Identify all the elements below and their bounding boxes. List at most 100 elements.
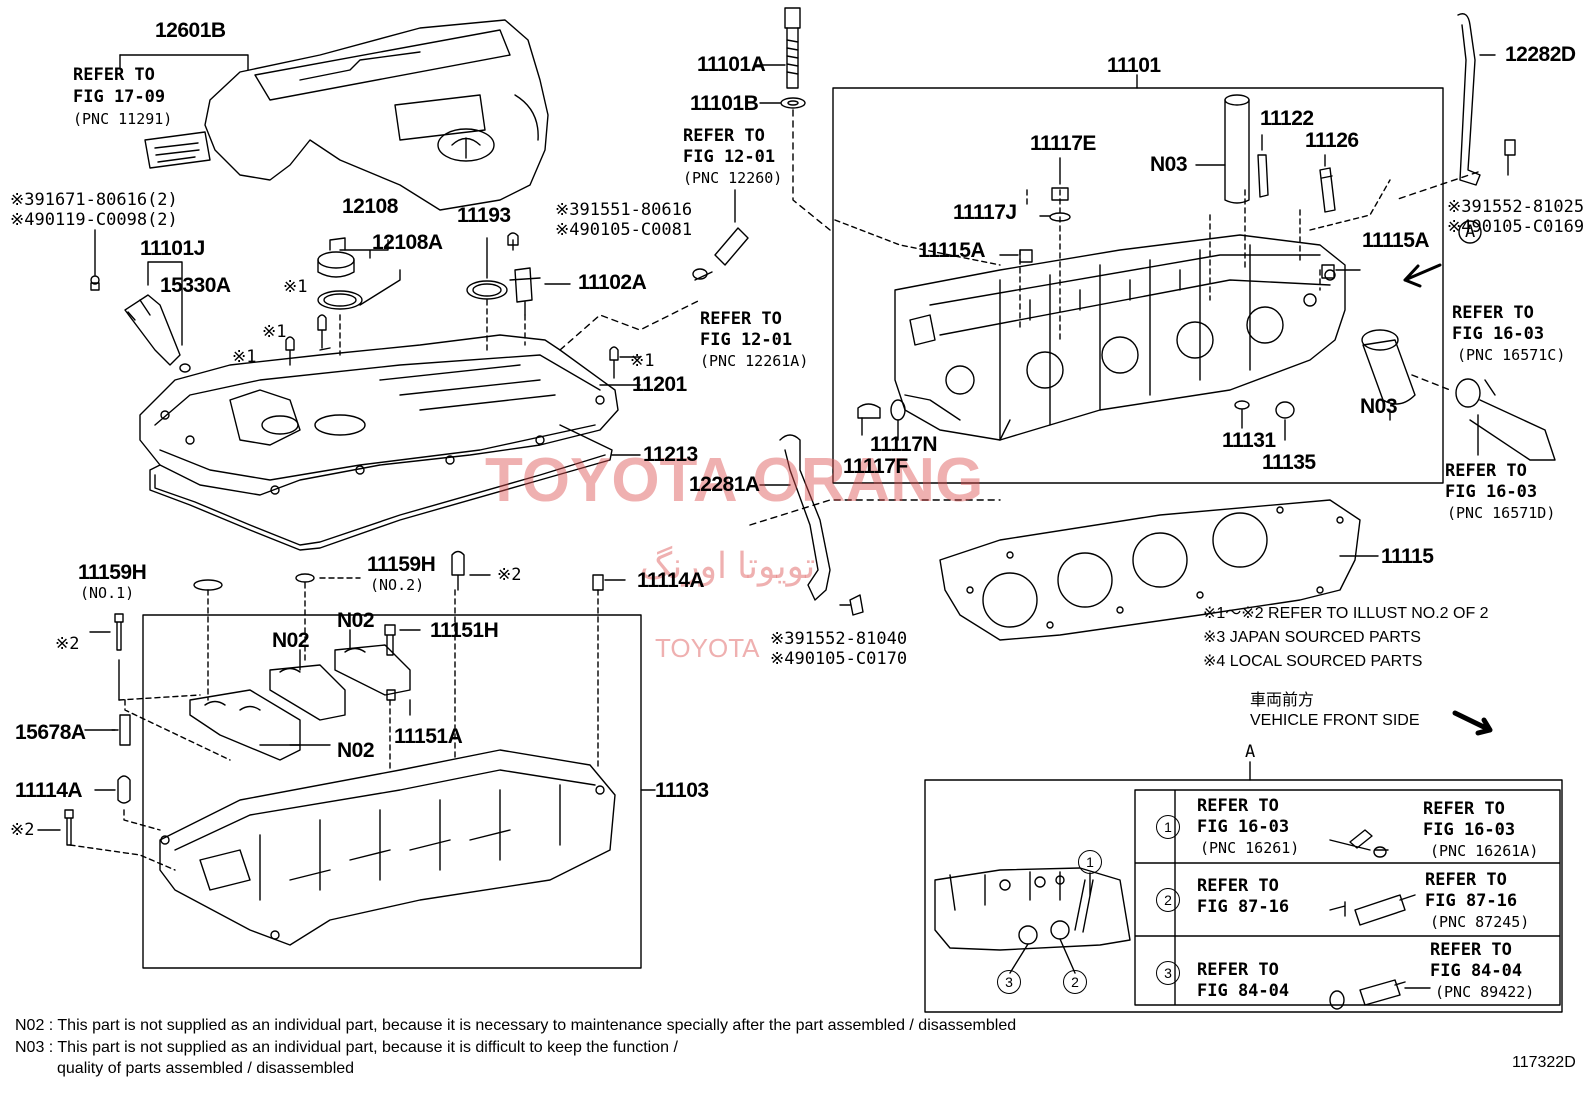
hose-16-03 [1455, 378, 1556, 461]
part-label-11151H: 11151H [430, 619, 499, 642]
code-391671: ※391671-80616(2) [10, 190, 178, 210]
part-label-N03-top: N03 [1150, 153, 1188, 176]
detail-r1-left-2: FIG 16-03 [1197, 817, 1290, 837]
ref-12-01b-l3: (PNC 12261A) [700, 352, 809, 370]
detail-callout-3: 3 [997, 970, 1021, 994]
arrow-a-marker: A [1465, 222, 1476, 242]
part-label-11126: 11126 [1305, 129, 1359, 152]
mark-x1-d: ※1 [630, 351, 655, 371]
part-label-11117N: 11117N [870, 433, 938, 456]
part-label-11115: 11115 [1381, 545, 1434, 568]
ref-12-01a-l2: FIG 12-01 [683, 147, 776, 167]
valve-cover-drawing [139, 334, 619, 496]
footnote-n02: N02 : This part is not supplied as an in… [15, 1017, 1017, 1034]
bolt-small-1 [90, 275, 100, 291]
detail-r1-right-2: FIG 16-03 [1423, 820, 1516, 840]
ocv-drawing [124, 294, 191, 373]
legend-line-2: ※3 JAPAN SOURCED PARTS [1203, 629, 1421, 646]
pipe-n03-top [1224, 94, 1250, 204]
ref-16-03c-l2: FIG 16-03 [1452, 324, 1545, 344]
detail-r2-left-2: FIG 87-16 [1197, 897, 1290, 917]
ref-16-03d-l1: REFER TO [1445, 461, 1527, 481]
code-490105-c0170: ※490105-C0170 [770, 649, 908, 669]
part-label-12282D: 12282D [1505, 43, 1576, 66]
part-label-11122: 11122 [1260, 107, 1314, 130]
ref-17-09-l3: (PNC 11291) [73, 110, 173, 128]
code-391551: ※391551-80616 [555, 200, 693, 220]
ref-12-01b-l2: FIG 12-01 [700, 330, 793, 350]
head-gasket-drawing [939, 499, 1361, 641]
detail-r1-right-3: (PNC 16261A) [1430, 842, 1539, 860]
part-label-11159H-2: 11159H [367, 553, 436, 576]
part-label-11101J: 11101J [140, 237, 205, 260]
part-label-11159H-1: 11159H [78, 561, 147, 584]
part-label-11115A-right: 11115A [1362, 229, 1430, 252]
detail-r2-right-2: FIG 87-16 [1425, 891, 1518, 911]
ref-16-03d-l3: (PNC 16571D) [1447, 504, 1556, 522]
bearing-caps [189, 644, 411, 761]
cam-housing-drawing [159, 749, 616, 946]
ref-16-03c-l1: REFER TO [1452, 303, 1534, 323]
part-label-11201: 11201 [632, 373, 687, 396]
legend-line-3: ※4 LOCAL SOURCED PARTS [1203, 653, 1423, 670]
detail-r2-right-3: (PNC 87245) [1430, 913, 1530, 931]
part-label-11101B: 11101B [690, 92, 759, 115]
footnote-n03-line1: N03 : This part is not supplied as an in… [15, 1039, 678, 1056]
cam-housing-box [142, 614, 642, 969]
cam-sensor-drawing [509, 267, 541, 316]
watermark-persian: تویوتا اورنگ [640, 545, 816, 586]
detail-r3-right-3: (PNC 89422) [1435, 983, 1535, 1001]
ref-12-01a-l1: REFER TO [683, 126, 765, 146]
detail-a-box [924, 779, 1563, 1013]
mark-x1-b: ※1 [262, 322, 287, 342]
footnote-n03-line2: quality of parts assembled / disassemble… [57, 1060, 355, 1077]
ref-16-03c-l3: (PNC 16571C) [1457, 346, 1566, 364]
detail-r3-right-1: REFER TO [1430, 940, 1512, 960]
part-label-11102A: 11102A [578, 271, 647, 294]
part-label-11151A: 11151A [394, 725, 463, 748]
part-label-12601B: 12601B [155, 19, 226, 42]
detail-r2-right-1: REFER TO [1425, 870, 1507, 890]
code-490105-c0169: ※490105-C0169 [1447, 217, 1585, 237]
ref-12-01b-l1: REFER TO [700, 309, 782, 329]
detail-row2-num: 2 [1156, 888, 1180, 912]
detail-r1-left-1: REFER TO [1197, 796, 1279, 816]
detail-r3-right-2: FIG 84-04 [1430, 961, 1523, 981]
part-label-11193: 11193 [457, 204, 511, 227]
part-label-12108A: 12108A [372, 231, 443, 254]
detail-r1-left-3: (PNC 16261) [1200, 839, 1300, 857]
detail-r3-left-2: FIG 84-04 [1197, 981, 1290, 1001]
part-label-11117F: 11117F [843, 455, 908, 478]
detail-callout-2: 2 [1063, 970, 1087, 994]
valve-cover-gasket-drawing [149, 424, 613, 551]
ref-17-09-l2: FIG 17-09 [73, 87, 166, 107]
part-label-11101A: 11101A [697, 53, 766, 76]
head-bolt-drawing [780, 7, 806, 109]
detail-a-marker: A [1245, 742, 1256, 762]
part-label-11213: 11213 [643, 443, 698, 466]
mark-x2-left: ※2 [55, 634, 80, 654]
part-label-12108: 12108 [342, 195, 398, 218]
code-391552-81025: ※391552-81025 [1447, 197, 1585, 217]
part-label-11135: 11135 [1262, 451, 1316, 474]
bracket-12282d [1457, 13, 1516, 186]
watermark-sub: TOYOTA [655, 633, 760, 663]
detail-row1-num: 1 [1156, 815, 1180, 839]
ref-12-01a-l3: (PNC 12260) [683, 169, 783, 187]
part-label-11117J: 11117J [953, 201, 1017, 224]
part-label-11117E: 11117E [1030, 132, 1096, 155]
part-label-12281A: 12281A [689, 473, 760, 496]
valve-guides [1257, 154, 1336, 213]
figure-id: 117322D [1512, 1054, 1576, 1071]
legend-line-1: ※1～※2 REFER TO ILLUST NO.2 OF 2 [1203, 605, 1489, 622]
code-391552-81040: ※391552-81040 [770, 629, 908, 649]
detail-callout-1: 1 [1078, 850, 1102, 874]
mark-x2-top: ※2 [497, 565, 522, 585]
mark-x1-a: ※1 [283, 277, 308, 297]
part-label-N02-b: N02 [337, 609, 375, 632]
detail-r1-right-1: REFER TO [1423, 799, 1505, 819]
part-label-11103: 11103 [655, 779, 709, 802]
part-label-N02-a: N02 [272, 629, 310, 652]
code-490105-c0081: ※490105-C0081 [555, 220, 693, 240]
